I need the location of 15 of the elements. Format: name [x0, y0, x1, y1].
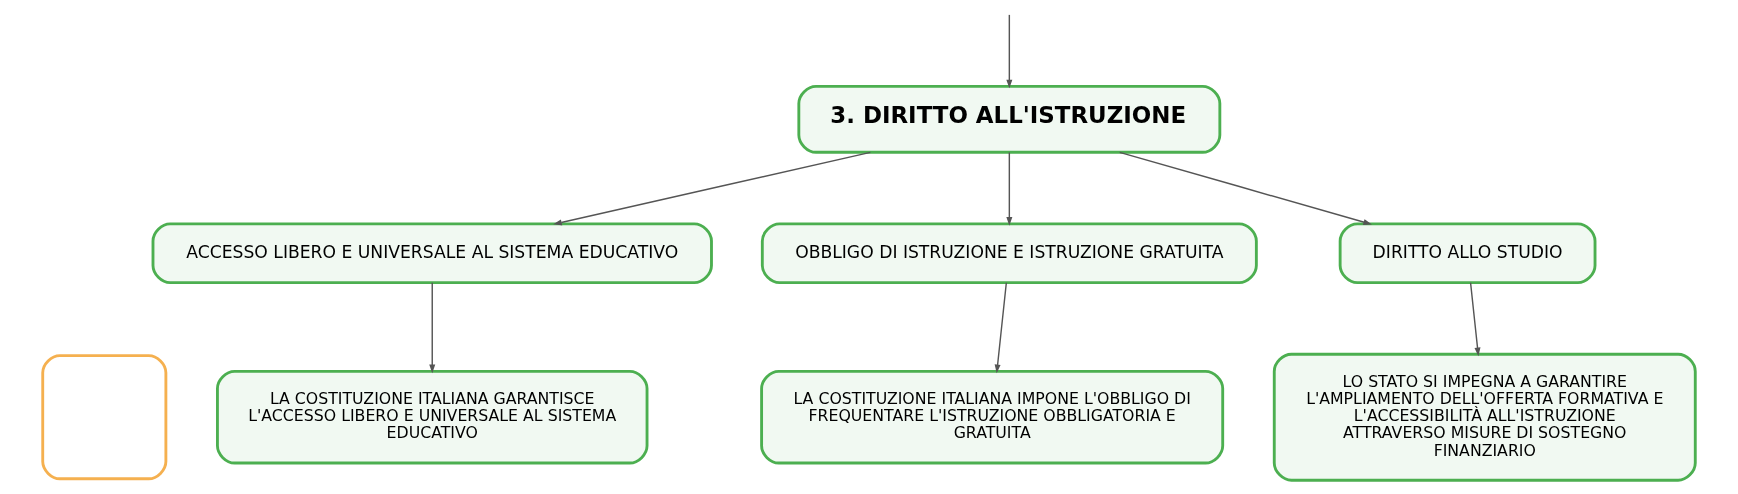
node-box: LA COSTITUZIONE ITALIANA GARANTISCE L'ACCESSO LIBERO E UNIVERSALE AL SISTEMA EDUCATIVO	[216, 369, 649, 465]
node-box: OBBLIGO DI ISTRUZIONE E ISTRUZIONE GRATUITA	[760, 222, 1258, 285]
node-box: ACCESSO LIBERO E UNIVERSALE AL SISTEMA EDUCATIVO	[151, 222, 713, 285]
node-box: LO STATO SI IMPEGNA A GARANTIRE L'AMPLIAMENTO DELL'OFFERTA FORMATIVA E L'ACCESSIBILITÀ ALL'ISTRUZIONE ATTRAVERSO MISURE DI SOSTEGNO FINANZIARIO	[1272, 352, 1697, 482]
arrow	[1118, 151, 1372, 225]
arrow	[553, 151, 872, 226]
arrow	[429, 282, 436, 374]
node-box	[41, 354, 168, 481]
node-box: 3. DIRITTO ALL'ISTRUZIONE	[797, 84, 1222, 154]
arrow	[1006, 14, 1013, 89]
node-box: DIRITTO ALLO STUDIO	[1338, 222, 1597, 285]
arrow	[994, 282, 1008, 374]
arrow	[1006, 151, 1013, 226]
arrow	[1469, 282, 1481, 357]
node-box: LA COSTITUZIONE ITALIANA IMPONE L'OBBLIGO DI FREQUENTARE L'ISTRUZIONE OBBLIGATORIA E GRATUITA	[760, 369, 1225, 465]
